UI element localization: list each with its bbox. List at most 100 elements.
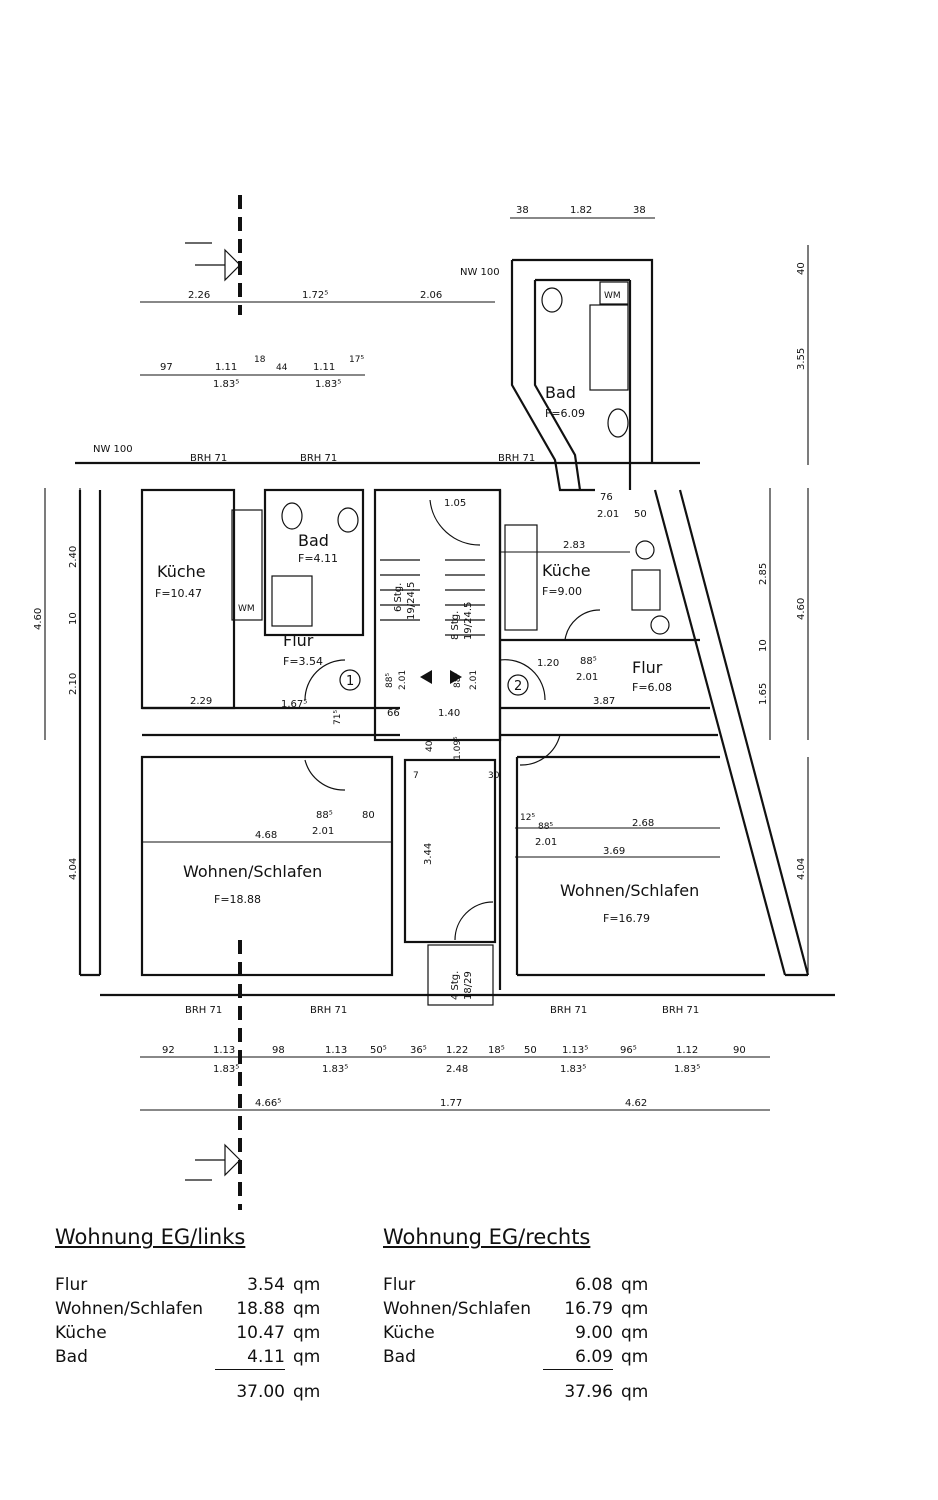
room-name-wohnen-right: Wohnen/Schlafen: [560, 881, 699, 900]
dim-label: 2.01: [469, 670, 479, 690]
dim-label: 88⁵: [453, 673, 463, 688]
summary-row: Wohnen/Schlafen 18.88 qm: [55, 1297, 333, 1321]
summary-row: Flur 6.08 qm: [383, 1273, 661, 1297]
summary-label: Bad: [383, 1347, 416, 1367]
dim-label: 2.06: [420, 290, 442, 301]
room-name-bad-left: Bad: [298, 531, 329, 550]
summary-label: Wohnen/Schlafen: [383, 1299, 531, 1319]
room-area-flur-left: F=3.54: [283, 655, 323, 668]
summary-value: 3.54: [247, 1275, 285, 1295]
dim-label: 4.04: [68, 858, 79, 880]
room-name-kueche-right: Küche: [542, 561, 591, 580]
room-name-wohnen-left: Wohnen/Schlafen: [183, 862, 322, 881]
summary-total: 37.00: [236, 1382, 285, 1402]
dim-label: 1.11: [313, 362, 335, 373]
dim-label: 1.22: [446, 1045, 468, 1056]
dim-label: 3.87: [593, 696, 615, 707]
unit-number-1: 1: [346, 674, 354, 689]
summary-total-row: 37.96 qm: [383, 1380, 661, 1404]
room-area-wohnen-left: F=18.88: [214, 893, 261, 906]
dim-label: 18⁵: [488, 1045, 505, 1056]
dim-label: 2.01: [398, 670, 408, 690]
staircase: [373, 488, 502, 1006]
dim-label: 1.83⁵: [322, 1064, 348, 1075]
dim-label: 1.13: [213, 1045, 235, 1056]
dim-label: 18: [254, 355, 266, 365]
summary-label: Flur: [55, 1275, 88, 1295]
brh-label: BRH 71: [190, 453, 227, 464]
dim-label: 1.72⁵: [302, 290, 328, 301]
wm-label: WM: [238, 604, 255, 614]
summary-label: Küche: [383, 1323, 435, 1343]
summary-unit: qm: [621, 1347, 649, 1367]
dim-label: 98: [272, 1045, 285, 1056]
dim-label: 38: [516, 205, 529, 216]
dim-label: 1.83⁵: [674, 1064, 700, 1075]
dim-label: 80: [362, 810, 375, 821]
dim-label: 4.60: [33, 608, 44, 630]
nw-label-left: NW 100: [93, 444, 133, 455]
summary-value: 4.11: [215, 1345, 285, 1370]
stairs-label: 8 Stg.: [450, 611, 461, 640]
room-name-bad-right: Bad: [545, 383, 576, 402]
room-area-kueche-right: F=9.00: [542, 585, 582, 598]
dim-label: 1.20: [537, 658, 559, 669]
stairs-label: 19/24.5: [406, 582, 417, 620]
dim-label: 40: [425, 740, 435, 752]
dim-label: 44: [276, 363, 288, 373]
dim-label: 1.77: [440, 1098, 462, 1109]
summary-title: Wohnung EG/links: [55, 1225, 246, 1249]
wm-label: WM: [604, 291, 621, 301]
dim-label: 66: [387, 708, 400, 719]
dim-label: 1.83⁵: [213, 379, 239, 390]
summary-row: Küche 9.00 qm: [383, 1321, 661, 1345]
dim-label: 2.01: [597, 509, 619, 520]
dim-label: 1.67⁵: [281, 699, 307, 710]
dim-label: 3.55: [796, 348, 807, 370]
dim-label: 7: [413, 771, 419, 781]
summary-value: 10.47: [236, 1323, 285, 1343]
summary-unit: qm: [621, 1323, 649, 1343]
summary-label: Bad: [55, 1347, 88, 1367]
dim-label: 1.83⁵: [560, 1064, 586, 1075]
brh-label: BRH 71: [662, 1005, 699, 1016]
dim-label: 10: [758, 639, 769, 652]
dim-label: 40: [796, 262, 807, 275]
dim-label: 88⁵: [316, 810, 333, 821]
dim-label: 90: [733, 1045, 746, 1056]
dim-label: 1.83⁵: [315, 379, 341, 390]
dim-label: 50: [524, 1045, 537, 1056]
section-marker-bottom: [185, 1143, 241, 1181]
dim-label: 97: [160, 362, 173, 373]
dim-label: 1.12: [676, 1045, 698, 1056]
section-marker-top: [185, 195, 242, 315]
brh-label: BRH 71: [185, 1005, 222, 1016]
summary-unit: qm: [293, 1299, 321, 1319]
summary-total-row: 37.00 qm: [55, 1380, 333, 1404]
summary-row: Wohnen/Schlafen 16.79 qm: [383, 1297, 661, 1321]
dim-label: 96⁵: [620, 1045, 637, 1056]
dim-label: 2.68: [632, 818, 654, 829]
room-name-flur-right: Flur: [632, 658, 663, 677]
summary-value: 18.88: [236, 1299, 285, 1319]
stairs-label: 4 Stg.: [450, 971, 461, 1000]
summary-unit: qm: [293, 1347, 321, 1367]
summary-row: Bad 6.09 qm: [383, 1345, 661, 1370]
room-name-kueche-left: Küche: [157, 562, 206, 581]
brh-label: BRH 71: [300, 453, 337, 464]
room-area-bad-left: F=4.11: [298, 552, 338, 565]
dim-label: 50⁵: [370, 1045, 387, 1056]
dim-label: 4.62: [625, 1098, 647, 1109]
dim-label: 4.68: [255, 830, 277, 841]
dim-label: 1.83⁵: [213, 1064, 239, 1075]
summary-unit: qm: [293, 1275, 321, 1295]
dim-label: 4.60: [796, 598, 807, 620]
dim-label: 1.13⁵: [562, 1045, 588, 1056]
dim-label: 17⁵: [349, 355, 364, 365]
dim-label: 2.26: [188, 290, 210, 301]
outer-walls: [75, 461, 835, 997]
dim-label: 1.09⁵: [453, 736, 463, 760]
dim-label: 1.13: [325, 1045, 347, 1056]
brh-label: BRH 71: [550, 1005, 587, 1016]
